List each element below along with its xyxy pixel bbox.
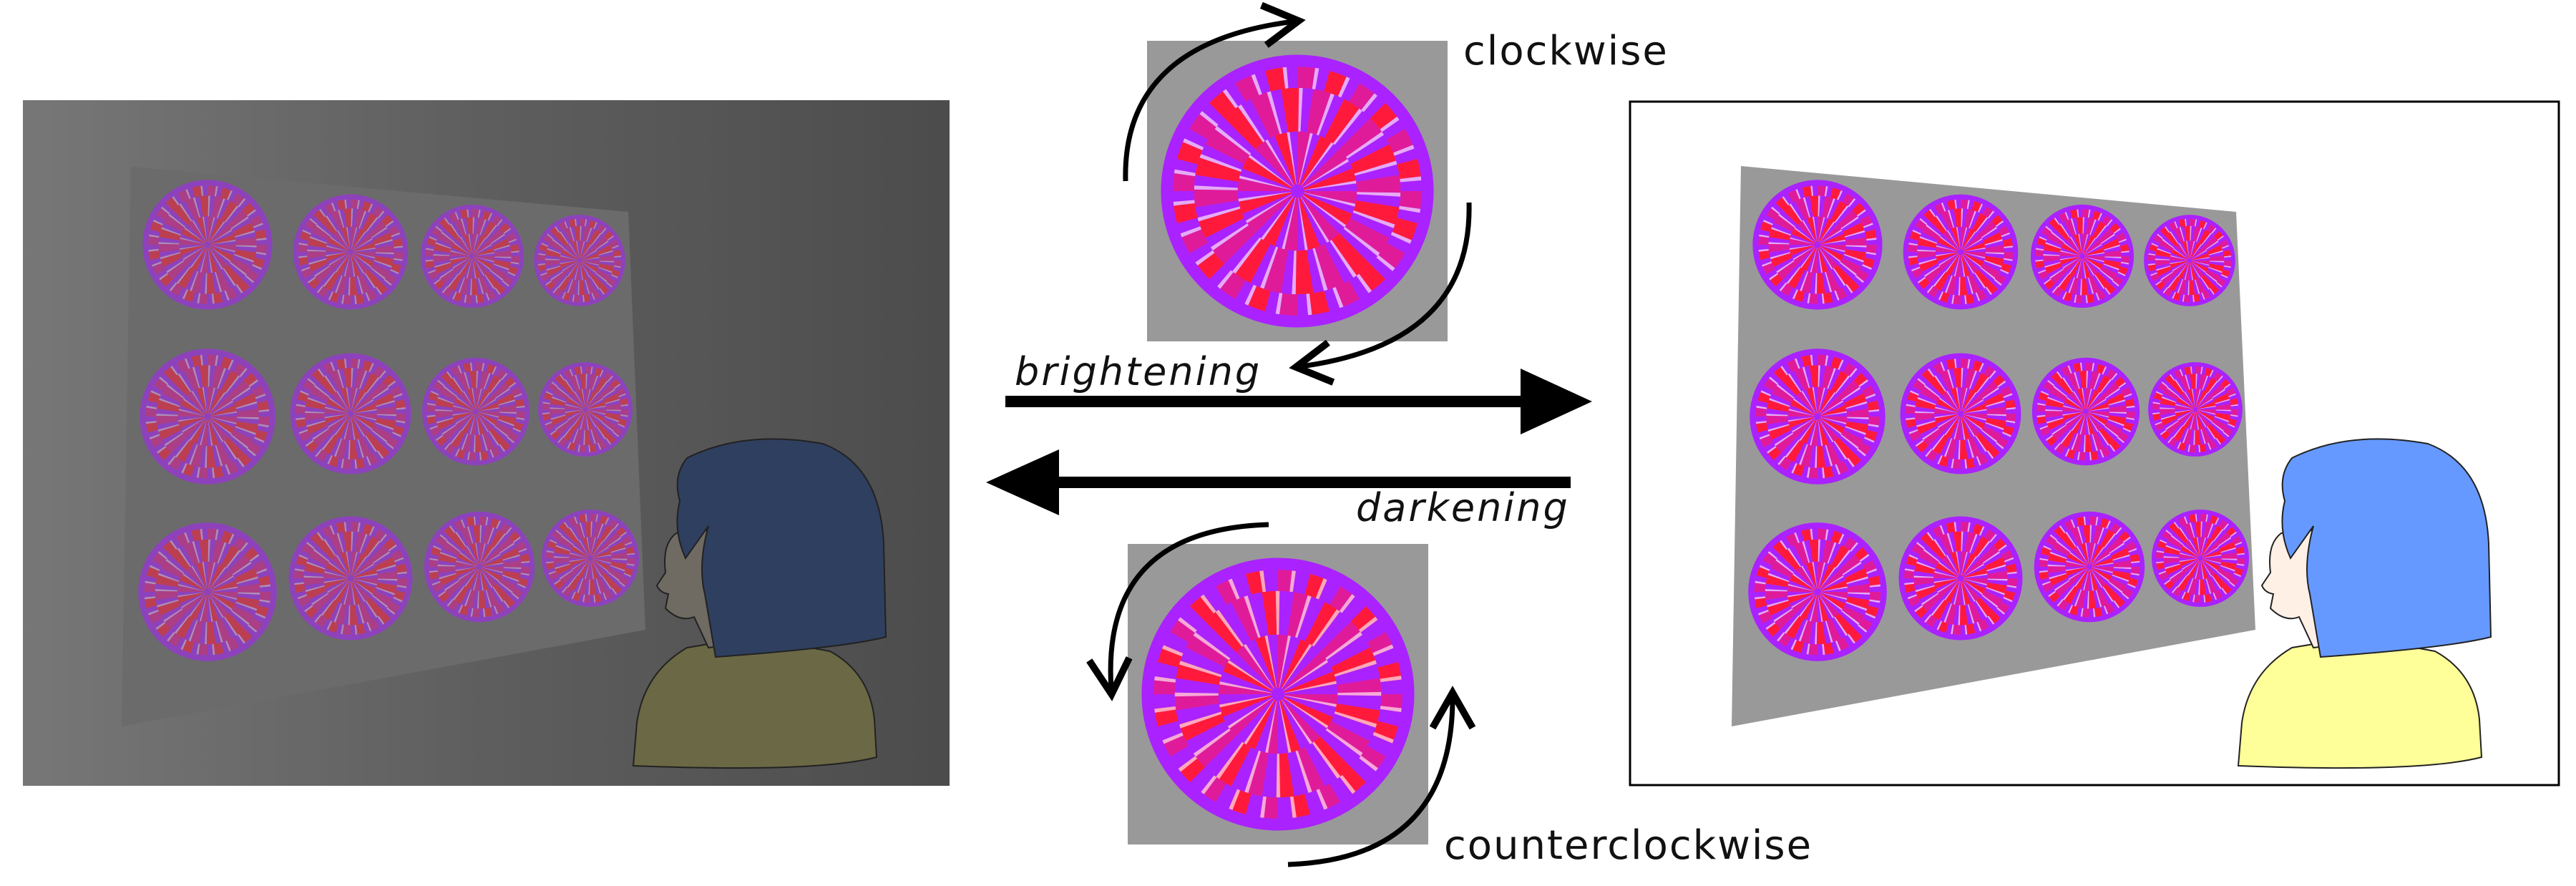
bright-disk — [2034, 511, 2145, 623]
bright-disk — [1750, 349, 1885, 485]
dark-disk — [534, 215, 625, 306]
bright-disk — [2030, 204, 2135, 308]
bright-disk — [1903, 194, 2019, 310]
brightening-arrow-shaft — [1005, 396, 1528, 407]
bright-observer-shirt — [2237, 636, 2483, 769]
dark-disk — [140, 349, 275, 485]
bright-disk — [1898, 516, 2023, 641]
dark-disk — [142, 180, 273, 310]
darkening-arrow-shaft — [1055, 477, 1571, 488]
counterclockwise-example: counterclockwise — [1086, 522, 1813, 869]
dark-disk-grid — [138, 180, 639, 661]
dark-disk — [538, 362, 633, 457]
counterclockwise-disk — [1141, 558, 1415, 831]
dark-observer-hair — [676, 438, 887, 658]
dark-disk — [138, 522, 277, 661]
clockwise-example: clockwise — [1123, 1, 1669, 386]
bright-disk — [1900, 353, 2021, 474]
dark-disk — [424, 511, 535, 623]
bright-observer — [2237, 438, 2492, 769]
dark-observer — [632, 438, 887, 769]
dark-scene — [23, 100, 950, 786]
transition-arrows: brightening darkening — [986, 349, 1592, 530]
bright-disk — [1752, 180, 1883, 310]
darkening-arrow-icon — [986, 449, 1059, 515]
bright-disk — [2031, 357, 2140, 466]
clockwise-disk — [1161, 54, 1434, 328]
counterclockwise-disk-wheel — [1141, 558, 1415, 831]
clockwise-label: clockwise — [1463, 28, 1669, 74]
counterclockwise-label: counterclockwise — [1444, 822, 1813, 869]
brightening-arrow-icon — [1521, 369, 1592, 434]
clockwise-arrows-icon — [1123, 1, 1472, 386]
brightening-label: brightening — [1015, 349, 1262, 394]
bright-scene — [1629, 100, 2560, 787]
bright-disk — [2152, 510, 2249, 607]
bright-disk — [2144, 215, 2235, 306]
darkening-label: darkening — [1356, 485, 1570, 530]
dark-observer-shirt — [632, 636, 878, 769]
counterclockwise-arrows-icon — [1086, 522, 1476, 867]
dark-disk — [293, 194, 409, 310]
dark-disk — [542, 510, 639, 607]
dark-disk — [290, 353, 411, 474]
clockwise-disk-wheel — [1161, 54, 1434, 328]
dark-disk — [288, 516, 413, 641]
dark-disk — [420, 204, 525, 308]
dark-disk — [421, 357, 530, 466]
bright-disk — [1748, 522, 1887, 661]
bright-disk-grid — [1748, 180, 2249, 661]
bright-observer-hair — [2281, 438, 2492, 658]
bright-disk — [2148, 362, 2243, 457]
